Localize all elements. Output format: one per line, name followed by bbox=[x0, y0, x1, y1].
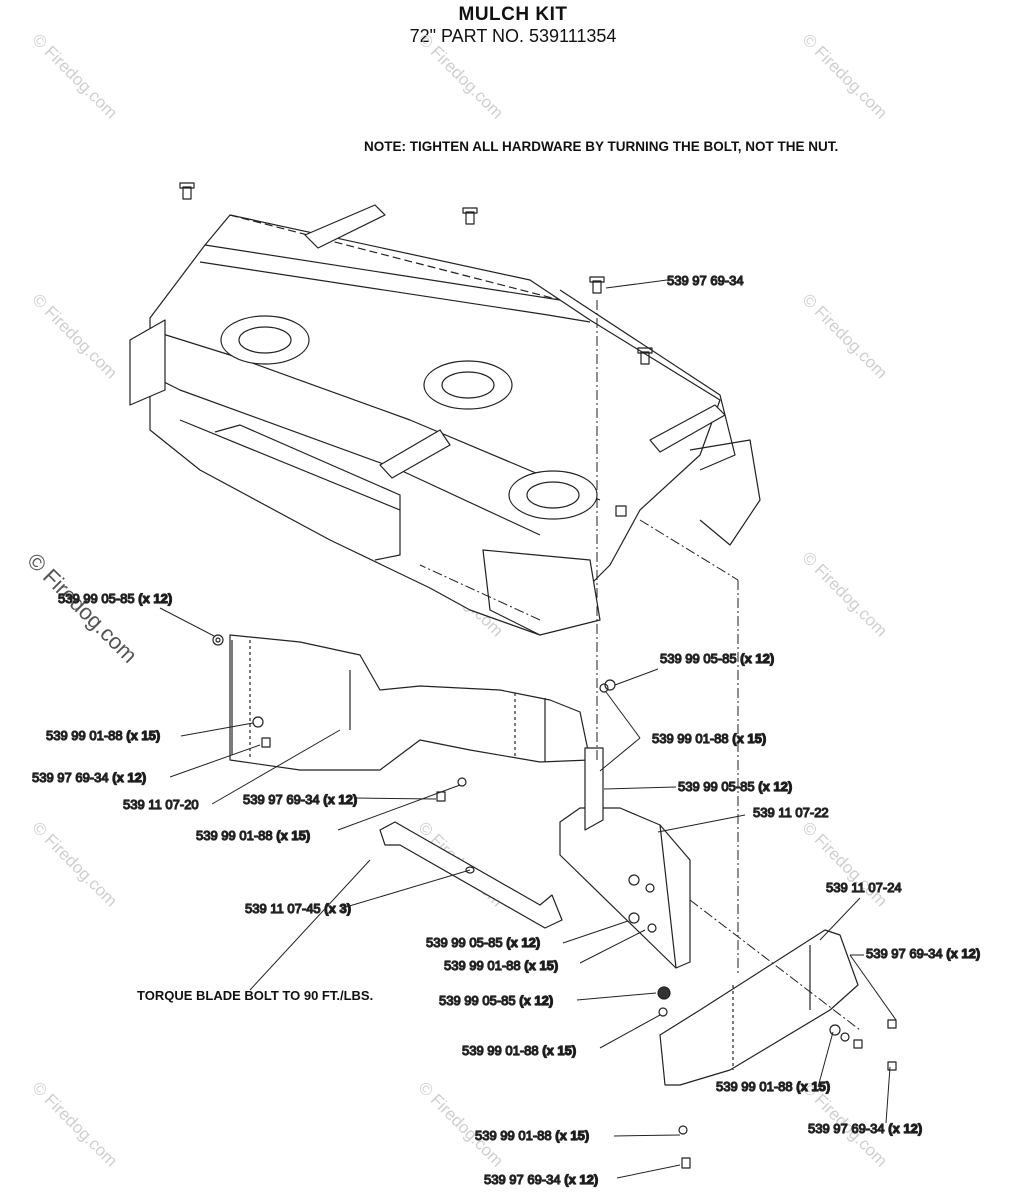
callout-539-97-69-34: 539 97 69-34 (x 12) bbox=[808, 1121, 922, 1136]
callout-539-99-01-88: 539 99 01-88 (x 15) bbox=[716, 1079, 830, 1094]
callout-539-11-07-22: 539 11 07-22 bbox=[753, 805, 829, 820]
page-title: MULCH KIT bbox=[458, 4, 568, 25]
mulch-baffle-left bbox=[229, 634, 591, 771]
callout-539-99-05-85: 539 99 05-85 (x 12) bbox=[426, 935, 540, 950]
callout-539-99-05-85: 539 99 05-85 (x 12) bbox=[439, 993, 553, 1008]
callout-539-99-05-85: 539 99 05-85 (x 12) bbox=[678, 779, 792, 794]
tighten-note: NOTE: TIGHTEN ALL HARDWARE BY TURNING TH… bbox=[364, 139, 839, 154]
callout-539-97-69-34: 539 97 69-34 (x 12) bbox=[32, 770, 146, 785]
callout-539-99-01-88: 539 99 01-88 (x 15) bbox=[652, 731, 766, 746]
callout-539-99-05-85: 539 99 05-85 (x 12) bbox=[58, 591, 172, 606]
assembly-line bbox=[419, 300, 861, 1031]
callout-539-99-01-88: 539 99 01-88 (x 15) bbox=[475, 1128, 589, 1143]
mulch-baffle-right bbox=[657, 929, 897, 1169]
mulch-baffle-center bbox=[559, 747, 691, 969]
callout-labels: 539 97 69-34 539 99 05-85 (x 12) 539 99 … bbox=[31, 272, 980, 1187]
callout-539-11-07-20: 539 11 07-20 bbox=[123, 797, 199, 812]
callout-539-97-69-34: 539 97 69-34 (x 12) bbox=[866, 946, 980, 961]
mower-deck bbox=[129, 204, 761, 636]
callout-539-97-69-34: 539 97 69-34 bbox=[667, 273, 744, 288]
mulching-blade bbox=[379, 821, 563, 929]
callout-539-97-69-34: 539 97 69-34 (x 12) bbox=[484, 1172, 598, 1187]
torque-note: TORQUE BLADE BOLT TO 90 FT./LBS. bbox=[137, 988, 374, 1003]
callout-539-99-01-88: 539 99 01-88 (x 15) bbox=[444, 958, 558, 973]
callout-539-11-07-24: 539 11 07-24 bbox=[826, 880, 902, 895]
callout-539-97-69-34: 539 97 69-34 (x 12) bbox=[243, 792, 357, 807]
callout-539-99-01-88: 539 99 01-88 (x 15) bbox=[196, 828, 310, 843]
part-number-subtitle: 72" PART NO. 539111354 bbox=[409, 26, 617, 46]
callout-539-99-01-88: 539 99 01-88 (x 15) bbox=[46, 728, 160, 743]
callout-539-11-07-45: 539 11 07-45 (x 3) bbox=[245, 901, 351, 916]
leader-line bbox=[159, 279, 897, 1179]
deck-bolt bbox=[179, 182, 653, 517]
callout-539-99-01-88: 539 99 01-88 (x 15) bbox=[462, 1043, 576, 1058]
callout-539-99-05-85: 539 99 05-85 (x 12) bbox=[660, 651, 774, 666]
